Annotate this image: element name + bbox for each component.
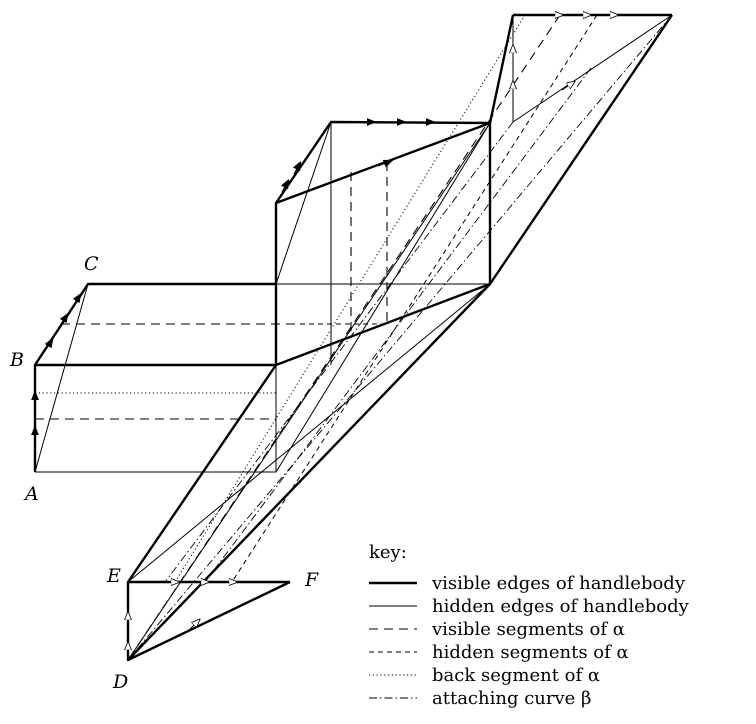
legend-item-hidden-alpha: hidden segments of α [432,642,629,663]
label-B: B [9,349,24,371]
alpha-hidden-segments [231,14,598,583]
legend-title: key: [369,542,407,563]
label-D: D [112,671,128,693]
label-F: F [304,569,319,591]
alpha-back-segment [35,14,526,583]
legend-item-attaching-beta: attaching curve β [432,688,591,709]
legend-item-back-alpha: back segment of α [432,665,600,686]
open-arrows [128,15,617,655]
attaching-curve-beta [127,14,673,661]
hidden-edges [34,14,673,661]
filled-arrows [35,122,433,440]
label-E: E [106,565,121,587]
label-C: C [84,253,99,275]
legend-item-visible-edges: visible edges of handlebody [431,573,686,594]
legend-item-visible-alpha: visible segments of α [431,619,625,640]
label-A: A [23,483,39,505]
legend-item-hidden-edges: hidden edges of handlebody [432,596,690,617]
legend: key: visible edges of handlebody hidden … [369,542,690,709]
alpha-visible-segments [35,14,561,661]
visible-edges [33,13,673,662]
